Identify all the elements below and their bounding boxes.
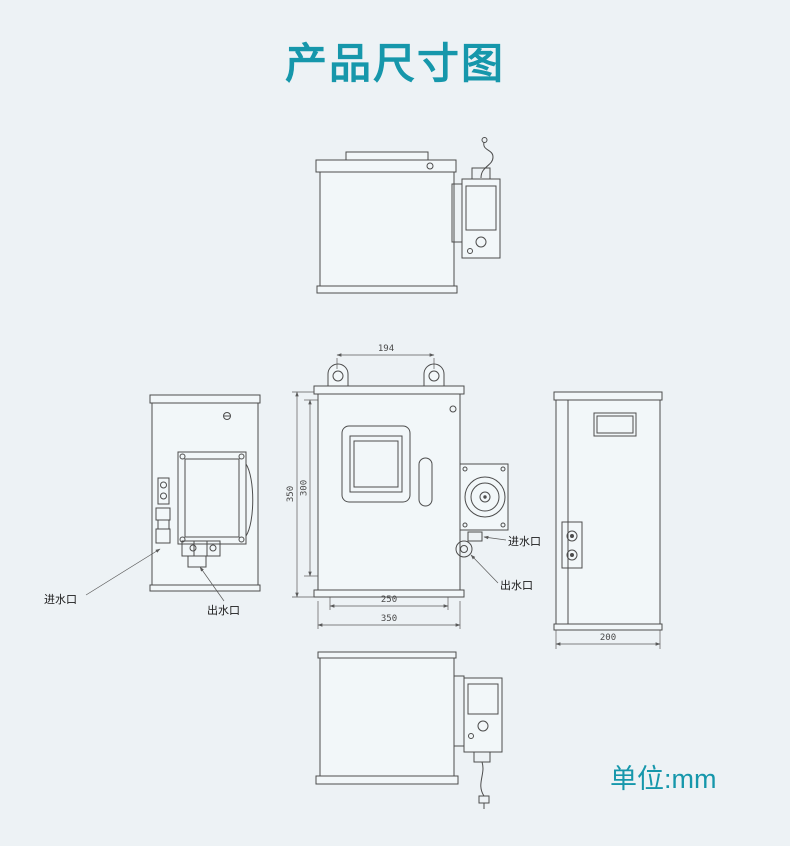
pump-head-outer [464, 476, 506, 518]
display-screen-frame [341, 425, 411, 503]
lid-handle [345, 151, 429, 161]
left-outlet-leader [199, 566, 225, 602]
pump-head-hub [479, 491, 491, 503]
dim-front-width-outer: 350 [381, 614, 397, 624]
front-outlet-label: 出水口 [500, 578, 533, 592]
bottom-fitting [473, 751, 491, 763]
right-dimension-lines [555, 630, 661, 649]
front-view [313, 363, 509, 598]
vent [596, 415, 634, 434]
front-inlet-leader [483, 535, 507, 541]
bottom-top-band [317, 651, 457, 659]
bottom-base [315, 775, 459, 785]
left-inlet-leader [85, 548, 161, 596]
top-base [316, 285, 458, 294]
front-dimension-lines [292, 353, 507, 629]
unit-label: 单位:mm [610, 764, 717, 794]
bottom-body [319, 657, 455, 777]
connector-bottom [566, 549, 578, 561]
dim-front-height-inner: 300 [300, 480, 310, 496]
side-handle [245, 463, 254, 537]
right-top-band [553, 391, 663, 401]
bottom-pump-knob [477, 720, 489, 732]
dim-front-top-width: 194 [378, 344, 394, 354]
dim-side-depth: 200 [600, 633, 616, 643]
pump-panel [465, 185, 497, 231]
right-body [555, 399, 661, 625]
pump-screw [467, 248, 473, 254]
front-base [313, 589, 465, 598]
top-view [315, 137, 501, 294]
left-screw [223, 412, 231, 420]
lid [315, 159, 457, 173]
ear-hole-right [428, 370, 440, 382]
pump-knob [475, 236, 487, 248]
inlet-fitting [467, 531, 483, 542]
left-view [149, 394, 261, 592]
left-base [149, 584, 261, 592]
lid-screw [426, 162, 434, 170]
left-body [151, 402, 259, 586]
pump-body [461, 178, 501, 259]
pump-head-center [483, 495, 487, 499]
dim-front-width-inner: 250 [381, 595, 397, 605]
mounting-ear-left [327, 363, 349, 388]
display-screen [349, 435, 403, 493]
ear-hole-left [332, 370, 344, 382]
vent-frame [593, 412, 637, 437]
pump-tube [480, 141, 494, 179]
bottom-tube-end [478, 795, 490, 804]
bottom-pump-panel [467, 683, 499, 715]
left-outlet-label: 出水口 [207, 603, 240, 617]
bottom-tube [480, 761, 485, 797]
front-top-band [313, 385, 465, 395]
left-inlet-label: 进水口 [44, 593, 77, 606]
side-bracket [177, 451, 247, 545]
connector-plate [561, 521, 583, 569]
side-bracket-inner [184, 458, 240, 538]
tube-end [481, 137, 488, 143]
pump-head-mid [470, 482, 500, 512]
connector-top [566, 530, 578, 542]
page-title: 产品尺寸图 [284, 40, 505, 87]
left-view-leaders [85, 548, 225, 602]
right-view [553, 391, 663, 631]
display-screen-inner [353, 440, 399, 488]
outlet-port [455, 540, 473, 558]
door-handle [418, 457, 433, 507]
bottom-pump-body [463, 677, 503, 753]
top-body [319, 171, 455, 287]
bottom-pump-bracket [453, 675, 465, 747]
front-inlet-label: 进水口 [508, 535, 541, 548]
dim-front-height-outer: 350 [286, 486, 296, 502]
front-outlet-leader [470, 554, 499, 584]
left-clamp [157, 477, 170, 505]
outlet-port-inner [460, 545, 468, 553]
right-base [553, 623, 663, 631]
left-top-band [149, 394, 261, 404]
front-screw [449, 405, 457, 413]
bottom-view [315, 651, 503, 809]
